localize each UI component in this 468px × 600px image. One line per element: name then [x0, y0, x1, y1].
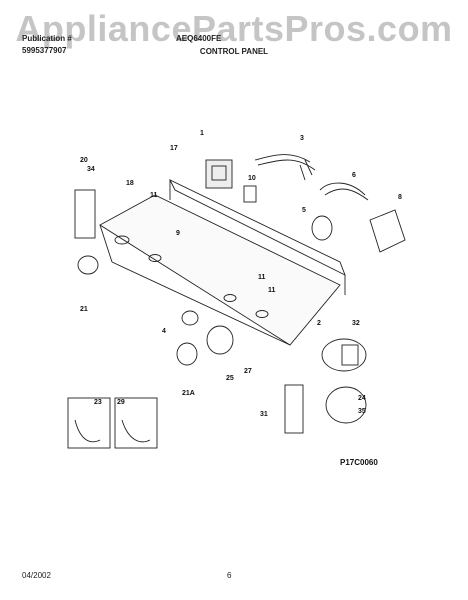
callout-4: 4: [162, 328, 166, 335]
panel-hole: [223, 294, 237, 302]
callout-11: 11: [268, 287, 276, 294]
callout-23: 23: [94, 399, 102, 406]
end-cap-part: [74, 189, 96, 239]
panel-hole: [148, 254, 162, 262]
panel-hole: [255, 310, 269, 318]
callout-2: 2: [317, 320, 321, 327]
callout-18: 18: [126, 180, 134, 187]
dial-part: [206, 325, 234, 355]
magnifier-circle: [325, 386, 367, 424]
callout-27: 27: [244, 368, 252, 375]
callout-34: 34: [87, 166, 95, 173]
page-title: CONTROL PANEL: [199, 47, 269, 56]
footer-date: 04/2002: [22, 571, 51, 580]
clip-part: [341, 344, 359, 366]
callout-35: 35: [358, 408, 366, 415]
watermark-logo: AppliancePartsPros.com: [15, 8, 453, 49]
callout-21a: 21A: [182, 390, 195, 397]
header-publication-number: 5995377907: [22, 46, 67, 55]
inset-harness-23: [67, 397, 111, 449]
callout-3: 3: [300, 135, 304, 142]
footer-page-number: 6: [227, 571, 232, 580]
knob-part: [181, 310, 199, 326]
header-brand: Publication #: [22, 34, 72, 43]
panel-hole: [114, 235, 130, 245]
callout-20: 20: [80, 157, 88, 164]
knob-part: [77, 255, 99, 275]
callout-31: 31: [260, 411, 268, 418]
callout-8: 8: [398, 194, 402, 201]
pressure-switch-part: [369, 209, 406, 253]
callout-29: 29: [117, 399, 125, 406]
knob-part: [176, 342, 198, 366]
callout-5: 5: [302, 207, 306, 214]
callout-9: 9: [176, 230, 180, 237]
callout-21: 21: [80, 306, 88, 313]
callout-24: 24: [358, 395, 366, 402]
wire-harness-part: [319, 182, 369, 201]
callout-25: 25: [226, 375, 234, 382]
header-model: AEQ6400FE: [176, 34, 222, 43]
callout-11: 11: [258, 274, 266, 281]
inset-harness-29: [114, 397, 158, 449]
callout-6: 6: [352, 172, 356, 179]
end-cap-part: [284, 384, 304, 434]
wire-harness-part: [254, 154, 316, 171]
callout-32: 32: [352, 320, 360, 327]
control-panel-part: [99, 194, 341, 346]
callout-17: 17: [170, 145, 178, 152]
switch-part: [243, 185, 257, 203]
rotary-switch-part: [311, 215, 333, 241]
callout-10: 10: [248, 175, 256, 182]
magnifier-circle: [321, 338, 367, 372]
timer-part: [205, 159, 233, 189]
callout-1: 1: [200, 130, 204, 137]
diagram-code: P17C0060: [340, 458, 378, 467]
callout-11: 11: [150, 192, 158, 199]
